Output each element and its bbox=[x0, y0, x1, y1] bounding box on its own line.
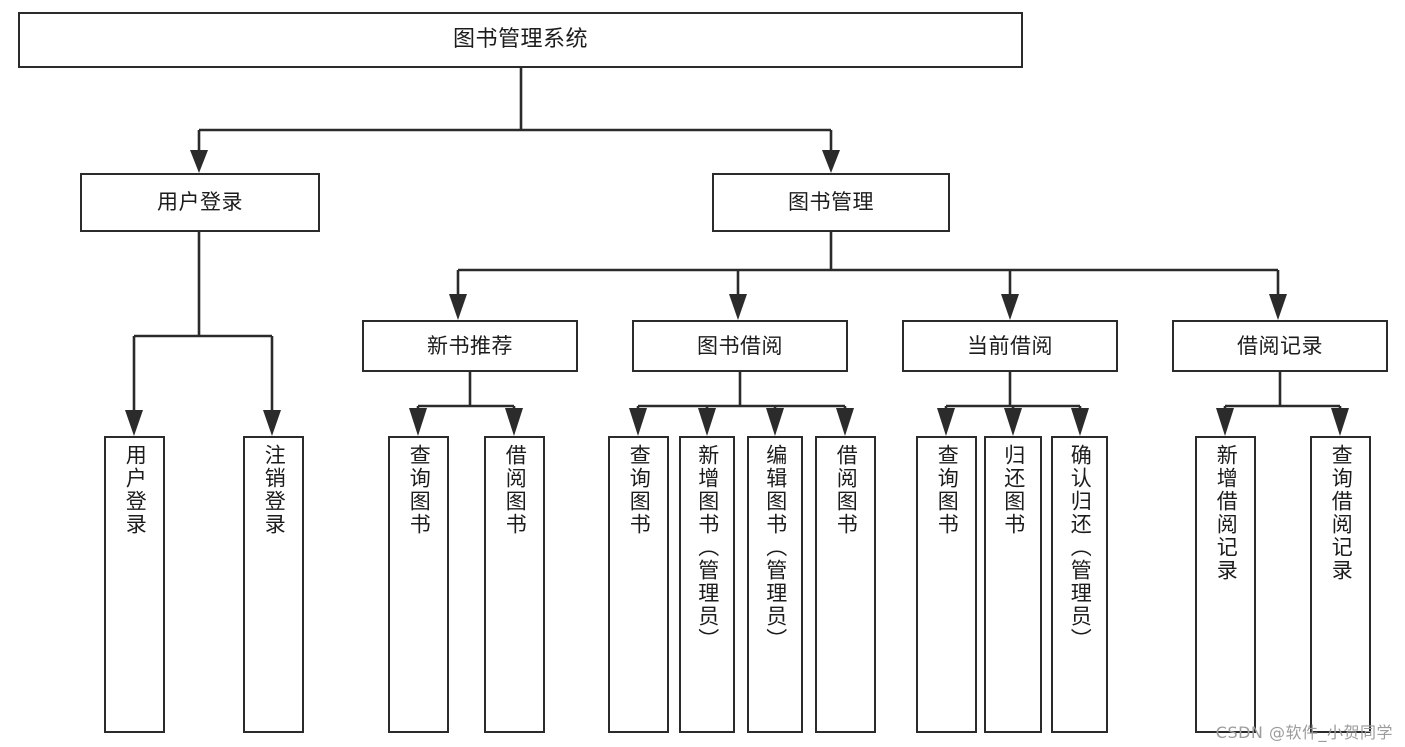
node-leaf-confirm-return-admin[interactable]: 确认归还（管理员） bbox=[1051, 436, 1108, 733]
node-label: 归还图书 bbox=[1001, 444, 1026, 536]
node-label: 用户登录 bbox=[157, 190, 243, 215]
arrow-userlogin-leaf-1 bbox=[125, 410, 143, 436]
node-new-book-recommend[interactable]: 新书推荐 bbox=[362, 320, 578, 372]
arrow-newbook-leaf-1 bbox=[409, 408, 427, 436]
node-borrow-record[interactable]: 借阅记录 bbox=[1172, 320, 1388, 372]
node-label: 借阅图书 bbox=[503, 444, 528, 536]
node-label: 编辑图书（管理员） bbox=[763, 444, 788, 651]
node-label: 查询图书 bbox=[627, 444, 652, 536]
node-book-management[interactable]: 图书管理 bbox=[712, 173, 950, 232]
node-label: 新书推荐 bbox=[427, 333, 513, 358]
node-label: 确认归还（管理员） bbox=[1068, 444, 1093, 651]
node-label: 借阅记录 bbox=[1237, 333, 1323, 358]
node-label: 查询图书 bbox=[935, 444, 960, 536]
arrow-borrow-leaf-3 bbox=[766, 408, 784, 436]
node-leaf-borrow-book[interactable]: 借阅图书 bbox=[815, 436, 876, 733]
node-label: 新增借阅记录 bbox=[1214, 444, 1239, 582]
arrow-borrow-leaf-4 bbox=[836, 408, 854, 436]
node-label: 用户登录 bbox=[123, 444, 148, 536]
node-label: 图书借阅 bbox=[697, 333, 783, 358]
arrow-newbook-leaf-2 bbox=[505, 408, 523, 436]
node-leaf-edit-book-admin[interactable]: 编辑图书（管理员） bbox=[747, 436, 803, 733]
node-leaf-query-borrow-record[interactable]: 查询借阅记录 bbox=[1310, 436, 1371, 733]
arrow-current-leaf-2 bbox=[1004, 408, 1022, 436]
node-root-book-management-system[interactable]: 图书管理系统 bbox=[18, 12, 1023, 68]
node-label: 图书管理系统 bbox=[452, 27, 588, 53]
arrow-current-leaf-3 bbox=[1071, 408, 1089, 436]
arrow-root-to-userlogin bbox=[190, 150, 208, 173]
arrow-current-leaf-1 bbox=[937, 408, 955, 436]
node-label: 查询借阅记录 bbox=[1329, 444, 1354, 582]
arrow-userlogin-leaf-2 bbox=[263, 410, 281, 436]
arrow-bookmgmt-to-newbook bbox=[449, 294, 467, 320]
node-leaf-add-borrow-record[interactable]: 新增借阅记录 bbox=[1195, 436, 1256, 733]
node-label: 借阅图书 bbox=[834, 444, 859, 536]
arrow-bookmgmt-to-record bbox=[1269, 294, 1287, 320]
node-label: 当前借阅 bbox=[967, 333, 1053, 358]
node-leaf-add-book-admin[interactable]: 新增图书（管理员） bbox=[679, 436, 735, 733]
node-leaf-logout[interactable]: 注销登录 bbox=[243, 436, 304, 733]
node-leaf-query-book-recommend[interactable]: 查询图书 bbox=[388, 436, 449, 733]
node-current-borrow[interactable]: 当前借阅 bbox=[902, 320, 1118, 372]
node-leaf-user-login[interactable]: 用户登录 bbox=[104, 436, 165, 733]
watermark: CSDN @软件_小贺同学 bbox=[1215, 723, 1393, 742]
node-leaf-query-book-borrow[interactable]: 查询图书 bbox=[608, 436, 669, 733]
node-label: 新增图书（管理员） bbox=[695, 444, 720, 651]
node-book-borrow[interactable]: 图书借阅 bbox=[632, 320, 848, 372]
node-leaf-query-book-current[interactable]: 查询图书 bbox=[916, 436, 977, 733]
arrow-bookmgmt-to-borrow bbox=[729, 294, 747, 320]
arrow-record-leaf-2 bbox=[1331, 408, 1349, 436]
arrow-borrow-leaf-1 bbox=[629, 408, 647, 436]
arrow-record-leaf-1 bbox=[1216, 408, 1234, 436]
node-user-login[interactable]: 用户登录 bbox=[80, 173, 320, 232]
node-label: 图书管理 bbox=[788, 190, 874, 215]
node-label: 查询图书 bbox=[407, 444, 432, 536]
node-leaf-borrow-book-recommend[interactable]: 借阅图书 bbox=[484, 436, 545, 733]
node-leaf-return-book[interactable]: 归还图书 bbox=[984, 436, 1042, 733]
arrow-root-to-bookmgmt bbox=[822, 150, 840, 173]
arrow-borrow-leaf-2 bbox=[698, 408, 716, 436]
arrow-bookmgmt-to-current bbox=[1001, 294, 1019, 320]
node-label: 注销登录 bbox=[262, 444, 287, 536]
